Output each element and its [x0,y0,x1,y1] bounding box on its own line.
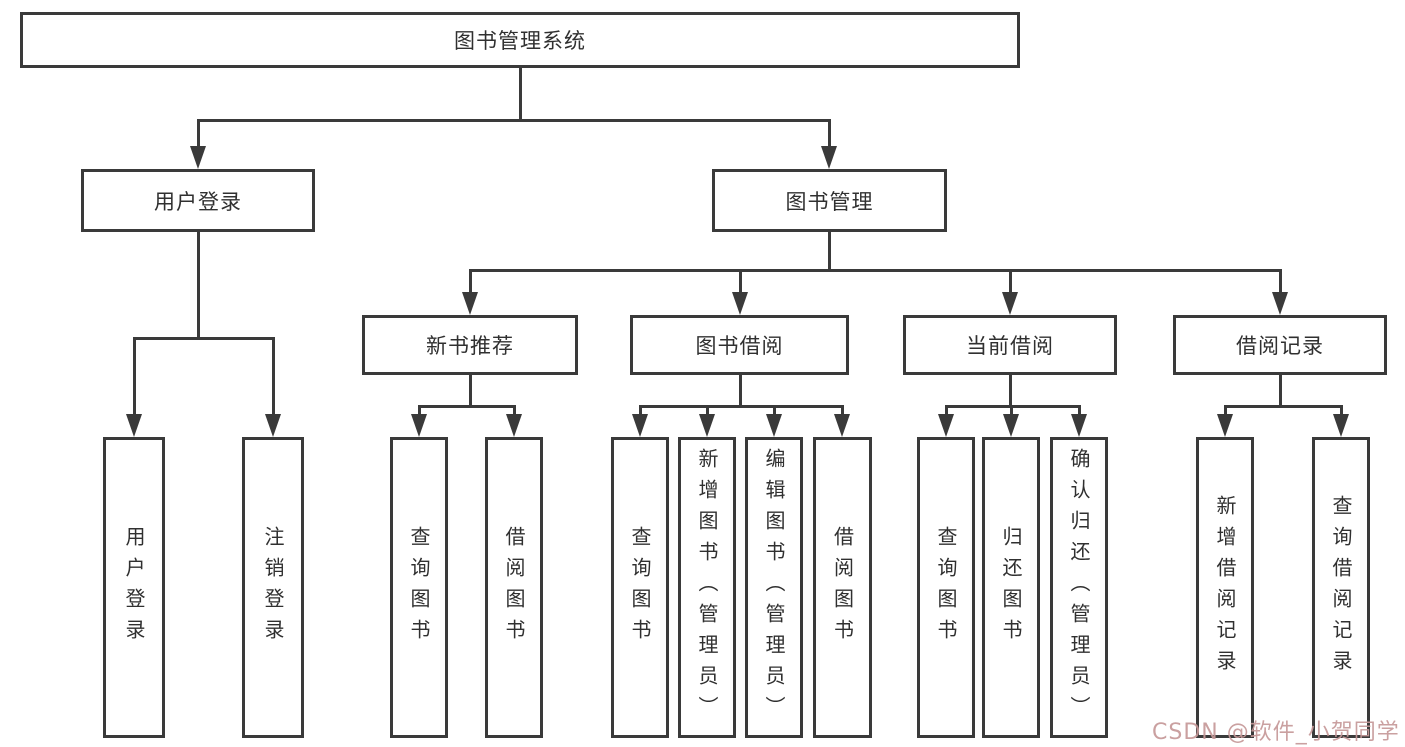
leaf-label: 新增图书（管理员） [695,448,719,727]
leaf-add-book-admin: 新增图书（管理员） [678,437,736,738]
arrow-down-icon [632,414,648,437]
arrow-down-icon [462,292,478,315]
leaf-add-borrow-record: 新增借阅记录 [1196,437,1254,738]
leaf-confirm-return-admin: 确认归还（管理员） [1050,437,1108,738]
leaf-borrow-books-2: 借阅图书 [813,437,872,738]
connector-borrowing-bar [639,405,844,408]
node-book-management: 图书管理 [712,169,947,232]
leaf-query-books-2: 查询图书 [611,437,669,738]
leaf-edit-book-admin: 编辑图书（管理员） [745,437,803,738]
arrow-down-icon [1002,292,1018,315]
arrow-down-icon [190,146,206,169]
connector-drop-book-borrowing [739,269,742,297]
connector-current-stem [1009,375,1012,408]
connector-drop-query-books-2 [639,405,642,419]
leaf-label: 注销登录 [261,525,285,650]
connector-newbook-bar [418,405,516,408]
arrow-down-icon [506,414,522,437]
arrow-down-icon [766,414,782,437]
connector-root-stem [519,68,522,122]
arrow-down-icon [1071,414,1087,437]
connector-root-bar [197,119,830,122]
node-book-borrowing: 图书借阅 [630,315,849,375]
connector-drop-book-management [828,119,831,151]
csdn-watermark: CSDN @软件_小贺同学 [1152,720,1400,745]
leaf-return-books: 归还图书 [982,437,1040,738]
connector-drop-query-books-3 [945,405,948,419]
leaf-query-books-1: 查询图书 [390,437,448,738]
node-new-book-recommend: 新书推荐 [362,315,578,375]
leaf-label: 查询借阅记录 [1329,494,1353,681]
leaf-label: 查询图书 [407,525,431,650]
leaf-label: 确认归还（管理员） [1067,448,1091,727]
connector-login-stem [197,232,200,340]
arrow-down-icon [1003,414,1019,437]
leaf-label: 新增借阅记录 [1213,494,1237,681]
arrow-down-icon [126,414,142,437]
connector-drop-query-books-1 [418,405,421,419]
arrow-down-icon [1217,414,1233,437]
connector-drop-add-record [1224,405,1227,419]
connector-drop-borrow-books-1 [513,405,516,419]
leaf-query-borrow-record: 查询借阅记录 [1312,437,1370,738]
leaf-borrow-books-1: 借阅图书 [485,437,543,738]
connector-records-bar [1224,405,1343,408]
connector-newbook-stem [469,375,472,408]
arrow-down-icon [938,414,954,437]
connector-drop-borrow-books-2 [841,405,844,419]
node-current-borrowing: 当前借阅 [903,315,1117,375]
arrow-down-icon [732,292,748,315]
connector-drop-confirm-return [1078,405,1081,419]
connector-drop-return-books [1010,405,1013,419]
arrow-down-icon [821,146,837,169]
connector-drop-borrowing-records [1279,269,1282,297]
leaf-label: 归还图书 [999,525,1023,650]
arrow-down-icon [265,414,281,437]
connector-drop-leaf-user-login [133,337,136,421]
leaf-label: 查询图书 [934,525,958,650]
node-borrowing-records: 借阅记录 [1173,315,1387,375]
leaf-label: 编辑图书（管理员） [762,448,786,727]
connector-mgmt-bar [469,269,1281,272]
leaf-user-login: 用户登录 [103,437,165,738]
arrow-down-icon [1333,414,1349,437]
arrow-down-icon [699,414,715,437]
connector-drop-current-borrowing [1009,269,1012,297]
node-user-login: 用户登录 [81,169,315,232]
connector-drop-add-book [706,405,709,419]
leaf-logout: 注销登录 [242,437,304,738]
connector-drop-user-login [197,119,200,151]
connector-current-bar [945,405,1081,408]
leaf-label: 借阅图书 [502,525,526,650]
connector-drop-query-record [1340,405,1343,419]
connector-records-stem [1279,375,1282,408]
connector-drop-leaf-logout [272,337,275,421]
leaf-label: 查询图书 [628,525,652,650]
arrow-down-icon [1272,292,1288,315]
arrow-down-icon [411,414,427,437]
connector-drop-edit-book [773,405,776,419]
connector-mgmt-stem [828,232,831,272]
connector-drop-new-book [469,269,472,297]
arrow-down-icon [834,414,850,437]
node-library-management-system: 图书管理系统 [20,12,1020,68]
connector-borrowing-stem [739,375,742,408]
leaf-label: 借阅图书 [830,525,855,650]
leaf-label: 用户登录 [122,525,146,650]
connector-login-bar [133,337,275,340]
leaf-query-books-3: 查询图书 [917,437,975,738]
